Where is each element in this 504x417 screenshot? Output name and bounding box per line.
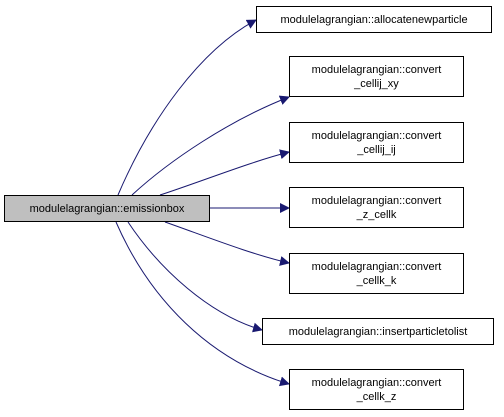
- root-node-emissionbox: modulelagrangian::emissionbox: [4, 195, 210, 222]
- node-label: modulelagrangian::insertparticletolist: [288, 325, 468, 338]
- node-allocatenewparticle[interactable]: modulelagrangian::allocatenewparticle: [256, 6, 492, 33]
- root-node-label: modulelagrangian::emissionbox: [29, 202, 185, 215]
- node-label: modulelagrangian::convert _cellk_z: [311, 376, 442, 403]
- edge-to-allocatenewparticle: [117, 19, 257, 196]
- node-label: modulelagrangian::convert _cellk_k: [311, 260, 442, 287]
- node-label: modulelagrangian::convert _z_cellk: [311, 194, 442, 221]
- node-label: modulelagrangian::convert _cellij_xy: [311, 63, 442, 90]
- edge-to-convert-cellk-z: [115, 221, 290, 387]
- node-label: modulelagrangian::convert _cellij_ij: [311, 129, 442, 156]
- node-convert-cellk-k[interactable]: modulelagrangian::convert _cellk_k: [289, 253, 464, 294]
- edge-to-convert-cellij-ij: [159, 149, 290, 196]
- node-insertparticletolist[interactable]: modulelagrangian::insertparticletolist: [262, 318, 494, 345]
- node-label: modulelagrangian::allocatenewparticle: [280, 13, 468, 26]
- edge-to-convert-cellk-k: [164, 221, 290, 266]
- node-convert-z-cellk[interactable]: modulelagrangian::convert _z_cellk: [289, 187, 464, 228]
- edge-to-insertparticletolist: [127, 221, 263, 333]
- node-convert-cellij-xy[interactable]: modulelagrangian::convert _cellij_xy: [289, 56, 464, 97]
- node-convert-cellij-ij[interactable]: modulelagrangian::convert _cellij_ij: [289, 122, 464, 163]
- node-convert-cellk-z[interactable]: modulelagrangian::convert _cellk_z: [289, 369, 464, 410]
- edge-to-convert-cellij-xy: [131, 95, 290, 196]
